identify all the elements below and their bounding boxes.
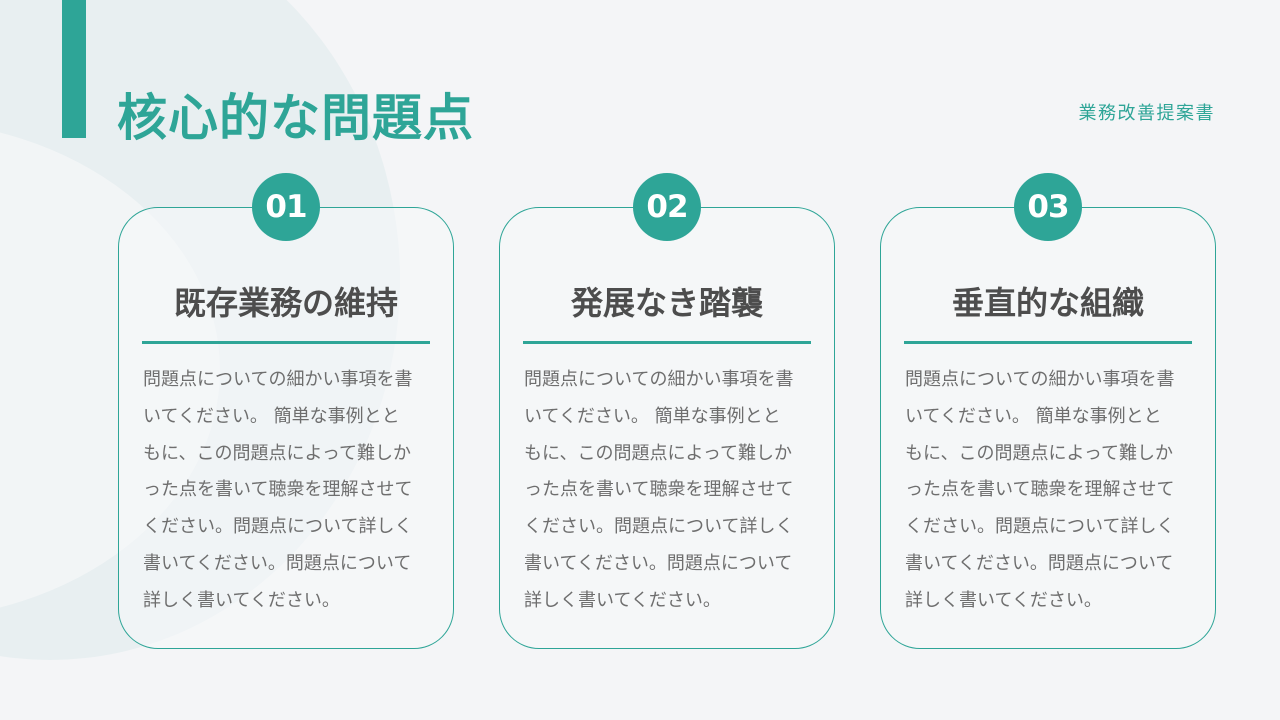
title-accent-bar: [62, 0, 86, 138]
body-line: った点を書いて聴衆を理解させて: [143, 479, 413, 501]
body-line: いてください。 簡単な事例とと: [143, 405, 400, 427]
card-body: 問題点についての細かい事項を書 いてください。 簡単な事例とと もに、この問題点…: [524, 362, 818, 620]
document-label: 業務改善提案書: [1078, 103, 1215, 124]
body-line: ください。問題点について詳しく: [143, 516, 413, 538]
problem-card-3: 03 垂直的な組織 問題点についての細かい事項を書 いてください。 簡単な事例と…: [880, 173, 1216, 649]
body-line: 詳しく書いてください。: [905, 589, 1102, 611]
problem-card-1: 01 既存業務の維持 問題点についての細かい事項を書 いてください。 簡単な事例…: [118, 173, 454, 649]
body-line: いてください。 簡単な事例とと: [524, 405, 781, 427]
card-heading: 垂直的な組織: [951, 284, 1144, 322]
card-body: 問題点についての細かい事項を書 いてください。 簡単な事例とと もに、この問題点…: [905, 362, 1199, 620]
body-line: った点を書いて聴衆を理解させて: [905, 479, 1175, 501]
card-divider: [142, 341, 430, 344]
body-line: もに、この問題点によって難しか: [905, 442, 1174, 464]
body-line: もに、この問題点によって難しか: [524, 442, 793, 464]
card-body: 問題点についての細かい事項を書 いてください。 簡単な事例とと もに、この問題点…: [143, 362, 437, 620]
card-heading: 発展なき踏襲: [570, 284, 763, 322]
card-number-badge: 01: [252, 173, 320, 241]
card-number-badge: 03: [1014, 173, 1082, 241]
body-line: 問題点についての細かい事項を書: [524, 369, 794, 390]
problem-card-2: 02 発展なき踏襲 問題点についての細かい事項を書 いてください。 簡単な事例と…: [499, 173, 835, 649]
card-heading: 既存業務の維持: [173, 284, 398, 322]
body-line: 書いてください。問題点について: [143, 552, 412, 574]
body-line: 書いてください。問題点について: [905, 552, 1174, 574]
body-line: ください。問題点について詳しく: [524, 516, 794, 538]
card-divider: [904, 341, 1192, 344]
body-line: いてください。 簡単な事例とと: [905, 405, 1162, 427]
body-line: もに、この問題点によって難しか: [143, 442, 412, 464]
body-line: 問題点についての細かい事項を書: [905, 369, 1175, 390]
card-number-badge: 02: [633, 173, 701, 241]
body-line: った点を書いて聴衆を理解させて: [524, 479, 794, 501]
body-line: 書いてください。問題点について: [524, 552, 793, 574]
page-title: 核心的な問題点: [117, 89, 474, 147]
body-line: 詳しく書いてください。: [143, 589, 340, 611]
body-line: 問題点についての細かい事項を書: [143, 369, 413, 390]
card-divider: [523, 341, 811, 344]
body-line: 詳しく書いてください。: [524, 589, 721, 611]
body-line: ください。問題点について詳しく: [905, 516, 1175, 538]
